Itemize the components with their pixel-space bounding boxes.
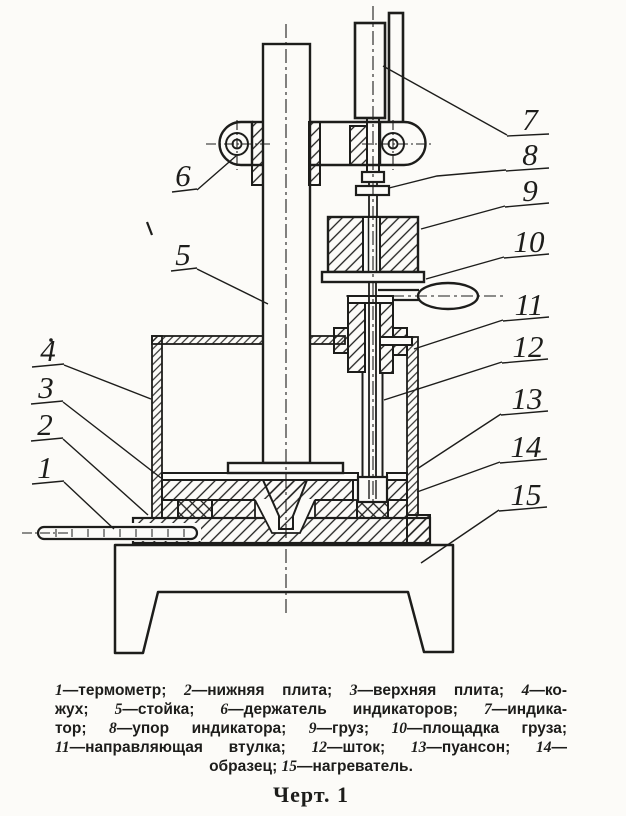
part-label-3: 3	[37, 370, 54, 405]
figure-title: Черт. 1	[272, 782, 349, 807]
caption-line-2: жух; 5—стойка; 6—держатель индикаторов; …	[55, 701, 567, 718]
centerlines	[22, 6, 504, 616]
caption-line-5: образец; 15—нагреватель.	[209, 758, 413, 775]
part-label-14: 14	[511, 429, 542, 464]
part-thermometer	[36, 523, 201, 541]
caption-line-1: 1—термометр; 2—нижняя плита; 3—верхняя п…	[55, 682, 567, 699]
part-label-9: 9	[522, 173, 538, 208]
caption-line-3: тор; 8—упор индикатора; 9—груз; 10—площа…	[55, 720, 567, 737]
part-labels-leaders	[30, 65, 550, 564]
part-punch-boss	[261, 479, 309, 530]
part-label-1: 1	[37, 450, 53, 485]
part-specimen	[177, 499, 389, 519]
part-label-6: 6	[175, 158, 191, 193]
part-label-2: 2	[37, 407, 53, 442]
part-indicator	[353, 11, 405, 125]
technical-drawing: 1 2 3 4 5 6 7 8 9 10 11 12 13 14 15	[22, 6, 550, 655]
part-heater-base	[113, 543, 455, 655]
part-label-11: 11	[515, 287, 544, 322]
part-guide-bushing	[333, 295, 413, 374]
part-label-4: 4	[40, 333, 56, 368]
part-label-5: 5	[175, 237, 191, 272]
part-label-12: 12	[513, 329, 544, 364]
part-indicator-holder	[218, 120, 427, 186]
caption-line-4: 11—направляющая втулка; 12—шток; 13—пуан…	[55, 739, 567, 756]
figure-caption: 1—термометр; 2—нижняя плита; 3—верхняя п…	[55, 681, 567, 776]
part-label-7: 7	[522, 102, 539, 137]
stray-mark	[145, 221, 154, 236]
part-label-10: 10	[514, 224, 546, 259]
part-label-13: 13	[512, 381, 543, 416]
part-rod	[361, 282, 384, 477]
part-label-8: 8	[522, 137, 538, 172]
part-label-15: 15	[511, 477, 542, 512]
